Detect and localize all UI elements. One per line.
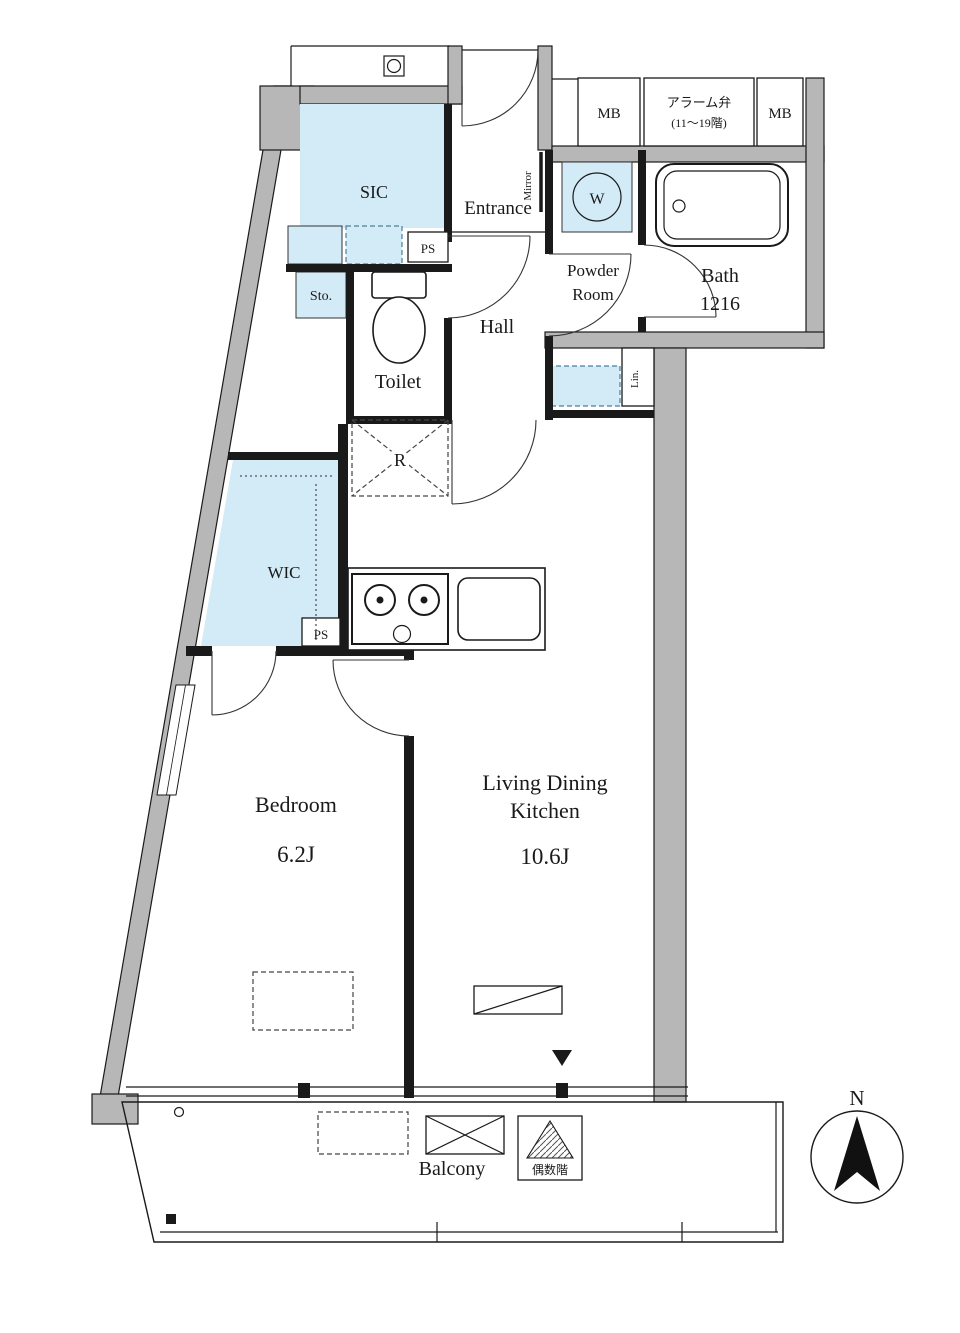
label-north: N — [849, 1086, 864, 1110]
label-ps-upper: PS — [421, 241, 435, 256]
balcony-drain — [166, 1214, 176, 1224]
label-hall: Hall — [480, 316, 515, 338]
label-wic: WIC — [267, 563, 300, 582]
north-compass — [810, 1110, 904, 1204]
label-fridge: R — [394, 450, 406, 470]
top-wall-right — [551, 145, 825, 163]
refrigerator-space — [351, 419, 449, 497]
mb-left-box — [577, 77, 641, 147]
label-washer: W — [589, 191, 605, 208]
bedroom-dashed-furniture — [252, 971, 354, 1031]
closet-areas — [201, 104, 633, 646]
wic-hanger-lines — [240, 475, 334, 640]
label-powder-2: Room — [572, 285, 614, 304]
entry-direction-marker — [552, 1050, 572, 1066]
door-swings — [211, 49, 717, 737]
toilet-icon — [371, 271, 427, 364]
boundary-lines — [126, 45, 688, 1097]
entrance-door — [461, 49, 539, 127]
ldk-furniture — [473, 985, 563, 1015]
label-linen: Lin. — [629, 370, 641, 388]
label-mb-left: MB — [597, 106, 620, 122]
label-ps-lower: PS — [314, 627, 328, 642]
label-toilet: Toilet — [375, 371, 422, 393]
label-ldk-1: Living Dining — [482, 770, 607, 795]
diagonal-wall-foot — [91, 1093, 139, 1125]
north-arrow-icon — [834, 1116, 880, 1191]
balcony-hatch-panel — [425, 1115, 505, 1155]
label-even-floors: 偶数階 — [532, 1162, 568, 1177]
linen-box — [621, 347, 655, 407]
wic-area — [201, 460, 338, 646]
sic-area — [300, 104, 448, 228]
label-ldk-size: 10.6J — [520, 844, 569, 869]
shoe-cabinet — [287, 225, 343, 265]
entrance-left-jamb — [447, 45, 463, 105]
bath-door — [643, 244, 717, 318]
label-storage: Sto. — [310, 289, 332, 304]
label-mirror: Mirror — [522, 171, 534, 201]
toilet-door — [447, 235, 531, 319]
label-entrance: Entrance — [464, 198, 532, 219]
balcony-dashed-area — [317, 1111, 409, 1155]
bedroom-side-window — [156, 684, 196, 796]
balcony-outline — [121, 1101, 784, 1243]
powder-room-door — [548, 253, 632, 337]
label-mb-right: MB — [768, 106, 791, 122]
top-wall-left — [299, 85, 463, 105]
label-balcony: Balcony — [419, 1158, 486, 1180]
label-alarm-2: (11〜19階) — [671, 115, 727, 130]
kitchen-counter — [347, 567, 546, 651]
washing-machine-icon — [572, 172, 622, 222]
bath-bottom-wall — [544, 331, 825, 349]
label-bath: Bath — [701, 265, 739, 287]
bathtub-icon — [655, 163, 789, 247]
shoe-cabinet-dashed — [345, 225, 403, 265]
sink-icon — [457, 577, 541, 641]
washer-area — [561, 161, 633, 233]
entrance-right-jamb — [537, 45, 553, 151]
label-bath-size: 1216 — [700, 293, 740, 315]
label-alarm-1: アラーム弁 — [667, 95, 732, 110]
label-bedroom-size: 6.2J — [277, 842, 315, 867]
even-floor-partition — [517, 1115, 583, 1181]
alarm-box — [643, 77, 755, 147]
dashed-fixture-area — [547, 365, 621, 407]
label-powder-1: Powder — [567, 261, 619, 280]
bedroom-door — [332, 659, 410, 737]
label-bedroom: Bedroom — [255, 792, 337, 817]
interior-walls — [186, 104, 654, 1098]
hall-ldk-door — [451, 419, 537, 505]
exterior-walls — [91, 45, 825, 1125]
wic-door — [211, 650, 277, 716]
intercom-icon — [383, 55, 405, 77]
label-sic: SIC — [360, 182, 388, 202]
meter-boxes — [577, 77, 804, 147]
ps-upper-box — [407, 231, 449, 263]
ldk-right-wall — [653, 347, 687, 1103]
mb-right-box — [756, 77, 804, 147]
right-wall-upper — [805, 77, 825, 349]
label-ldk-2: Kitchen — [510, 798, 580, 823]
ps-lower-box — [301, 617, 341, 647]
balcony-fitting — [173, 1106, 185, 1118]
